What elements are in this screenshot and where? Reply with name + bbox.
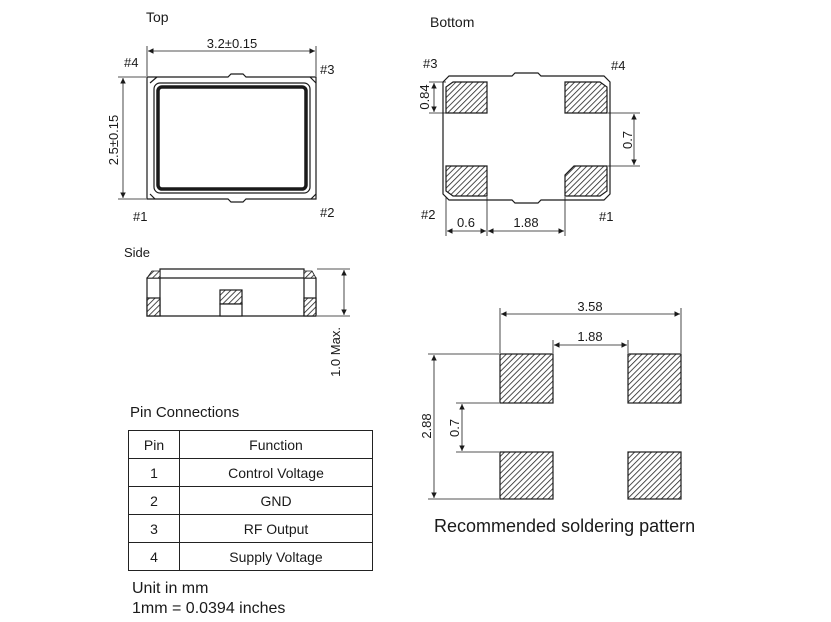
solder-gap-dim: 0.7 xyxy=(447,419,462,437)
bottom-pad-width-dim: 0.6 xyxy=(457,215,475,230)
table-header-function: Function xyxy=(179,430,373,459)
solder-overall-height-dim: 2.88 xyxy=(419,413,434,438)
table-cell-pin: 3 xyxy=(128,514,180,543)
solder-pad-top-right xyxy=(627,353,682,404)
solder-pattern-caption: Recommended soldering pattern xyxy=(434,516,696,536)
unit-note: Unit in mm xyxy=(132,580,209,597)
table-row: 4 Supply Voltage xyxy=(128,542,373,571)
table-cell-function: GND xyxy=(179,486,373,515)
side-view-label: Side xyxy=(124,245,150,260)
table-row: 2 GND xyxy=(128,486,373,515)
pin-connections-title: Pin Connections xyxy=(130,404,240,421)
top-pin2-label: #2 xyxy=(320,205,334,220)
table-cell-function: Supply Voltage xyxy=(179,542,373,571)
solder-inner-width-dim: 1.88 xyxy=(577,329,602,344)
table-row: 3 RF Output xyxy=(128,514,373,543)
solder-pattern xyxy=(428,308,682,500)
solder-pad-top-left xyxy=(499,353,554,404)
bottom-pad-1 xyxy=(564,165,608,197)
bottom-pin2-label: #2 xyxy=(421,207,435,222)
side-height-dim: 1.0 Max. xyxy=(328,327,343,377)
bottom-pad-4 xyxy=(564,81,608,114)
bottom-pad-3 xyxy=(445,81,488,114)
solder-pad-bottom-left xyxy=(499,451,554,500)
top-pin3-label: #3 xyxy=(320,62,334,77)
pin-connections-table: Pin Function 1 Control Voltage 2 GND 3 R… xyxy=(128,430,373,571)
side-view xyxy=(146,268,350,317)
top-view xyxy=(118,46,317,203)
top-height-dim: 2.5±0.15 xyxy=(106,115,121,166)
table-cell-pin: 4 xyxy=(128,542,180,571)
bottom-pin4-label: #4 xyxy=(611,58,625,73)
solder-pad-bottom-right xyxy=(627,451,682,500)
bottom-pad-2 xyxy=(445,165,488,197)
bottom-pin1-label: #1 xyxy=(599,209,613,224)
bottom-view-label: Bottom xyxy=(430,14,474,30)
table-cell-pin: 2 xyxy=(128,486,180,515)
table-header-pin: Pin xyxy=(128,430,180,459)
top-view-label: Top xyxy=(146,9,169,25)
top-width-dim: 3.2±0.15 xyxy=(207,36,258,51)
table-cell-pin: 1 xyxy=(128,458,180,487)
top-pin1-label: #1 xyxy=(133,209,147,224)
table-cell-function: RF Output xyxy=(179,514,373,543)
bottom-pad-gap-dim: 0.7 xyxy=(620,131,635,149)
top-pin4-label: #4 xyxy=(124,55,138,70)
bottom-pad-pitch-dim: 1.88 xyxy=(513,215,538,230)
solder-overall-width-dim: 3.58 xyxy=(577,299,602,314)
table-row: 1 Control Voltage xyxy=(128,458,373,487)
bottom-view xyxy=(429,72,640,236)
bottom-pad-height-dim: 0.84 xyxy=(417,84,432,109)
bottom-pin3-label: #3 xyxy=(423,56,437,71)
table-cell-function: Control Voltage xyxy=(179,458,373,487)
unit-conversion-note: 1mm = 0.0394 inches xyxy=(132,600,286,617)
table-header-row: Pin Function xyxy=(128,430,373,459)
